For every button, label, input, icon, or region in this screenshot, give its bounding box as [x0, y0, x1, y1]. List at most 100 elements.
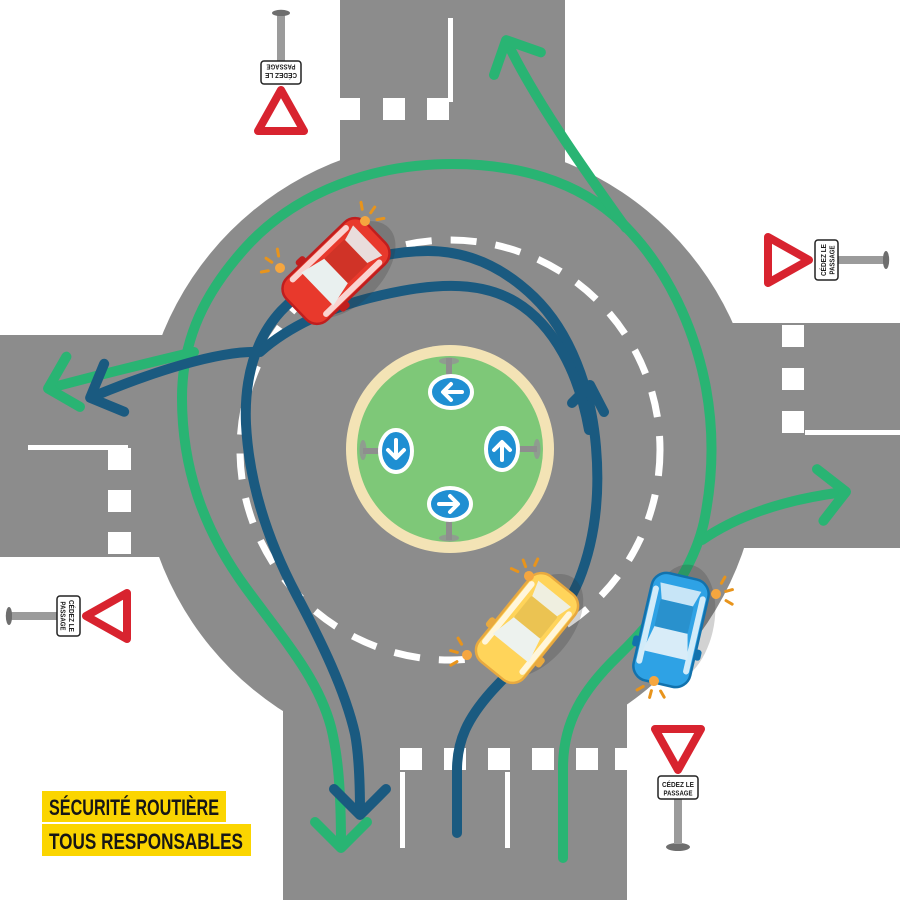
turn-signals	[259, 200, 734, 699]
turn-signal-icon	[711, 575, 734, 606]
lane-line-south-2	[505, 772, 510, 848]
pole-base	[666, 843, 690, 851]
turn-signal-icon	[509, 557, 540, 581]
banner-line-1: SÉCURITÉ ROUTIÈRE	[49, 795, 219, 820]
yield-dash	[576, 748, 598, 770]
central-island	[346, 345, 554, 553]
sign-plate-line2: PASSAGE	[266, 63, 295, 70]
yield-sign-east: CÉDEZ LE PASSAGE	[764, 233, 890, 287]
sign-plate-line1: CÉDEZ LE	[67, 600, 76, 632]
road-markings	[28, 18, 900, 848]
outer-flow-exit-north	[489, 35, 631, 233]
car-side-highlight	[323, 259, 383, 317]
yield-dash	[532, 748, 554, 770]
lane-line-north	[448, 18, 453, 102]
ring-lane-divider-dashed	[236, 236, 664, 664]
car-mirror	[485, 617, 496, 628]
pole-base	[5, 607, 13, 625]
sign-pole	[446, 520, 452, 540]
turn-signal-icon	[259, 247, 285, 274]
turn-signal-icon	[449, 636, 472, 667]
yield-dash	[782, 325, 804, 347]
pole-base	[882, 251, 890, 269]
yield-sign-west: CÉDEZ LE PASSAGE	[5, 589, 131, 643]
yield-dash	[383, 98, 405, 120]
sign-plate-line1: CÉDEZ LE	[662, 780, 694, 789]
red-car	[281, 216, 396, 326]
yield-dash	[108, 490, 131, 512]
yield-dash	[400, 748, 422, 770]
car-rear-window	[660, 582, 702, 607]
car-mirror	[534, 656, 545, 668]
sign-plate-line2: PASSAGE	[59, 602, 66, 631]
yield-dash	[782, 368, 804, 390]
car-rear-window	[345, 225, 383, 264]
banner-box-1	[42, 791, 226, 822]
campaign-banner: SÉCURITÉ ROUTIÈRE TOUS RESPONSABLES	[42, 791, 251, 856]
lane-line-west	[28, 445, 128, 450]
car-side-highlight	[519, 611, 572, 675]
blue-car	[632, 564, 716, 689]
car-side-highlight	[482, 581, 535, 645]
lane-line-south-1	[400, 772, 405, 848]
sign-plate-line1: CÉDEZ LE	[819, 244, 828, 276]
yellow-car	[474, 571, 584, 685]
outer-flow-exit-east	[697, 464, 851, 545]
car-windshield	[642, 626, 688, 661]
sign-plate	[814, 239, 839, 281]
island-sign-arrow-up	[484, 426, 520, 472]
yield-triangle-icon	[82, 589, 131, 643]
banner-line-2: TOUS RESPONSABLES	[49, 829, 243, 854]
right-arrow-icon	[437, 494, 460, 514]
sign-pole	[517, 446, 537, 452]
yield-triangle-icon	[651, 725, 705, 774]
down-arrow-icon	[386, 438, 406, 460]
yield-triangle-icon	[254, 86, 308, 135]
car-roof	[325, 240, 368, 283]
car-windshield	[301, 258, 348, 306]
sign-pole	[12, 612, 58, 620]
island-sign-arrow-left	[428, 374, 474, 410]
car-side-highlight	[289, 225, 349, 283]
inner-flow-direction-arrowhead	[567, 380, 609, 417]
sign-plate	[260, 60, 302, 85]
island-sign-poles	[359, 357, 541, 542]
yield-dash	[615, 748, 627, 770]
inner-flow-exit-west	[85, 280, 594, 435]
sign-plate-line2: PASSAGE	[664, 791, 693, 798]
island-sign-arrow-down	[378, 428, 414, 474]
car-roof	[514, 596, 558, 638]
yield-dash	[782, 411, 804, 433]
turn-signal-icon	[359, 200, 386, 226]
sign-pole	[277, 16, 285, 62]
yield-dash	[108, 532, 131, 554]
sign-plate-line1: CÉDEZ LE	[265, 71, 297, 80]
island-sign-arrow-right	[427, 486, 473, 522]
car-mirror	[295, 256, 306, 267]
sign-pole	[837, 256, 883, 264]
up-arrow-icon	[492, 440, 512, 462]
car-mirror	[693, 649, 702, 661]
car-rear-window	[532, 580, 572, 617]
car-side-highlight	[683, 596, 706, 675]
yield-triangle-icon	[764, 233, 813, 287]
yield-dash	[108, 448, 131, 470]
island-green	[357, 356, 543, 542]
lane-line-east	[805, 430, 900, 435]
pole-base	[272, 9, 290, 17]
yield-sign-north: CÉDEZ LE PASSAGE	[254, 9, 308, 135]
sign-plate	[56, 595, 81, 637]
outer-lane-flow	[43, 35, 851, 863]
car-roof	[654, 599, 694, 634]
sign-plate-line2: PASSAGE	[830, 245, 837, 274]
sign-pole	[674, 798, 682, 844]
car-side-highlight	[636, 585, 659, 664]
yield-sign-south: CÉDEZ LE PASSAGE	[651, 725, 705, 851]
car-windshield	[492, 617, 541, 663]
outer-flow-main-u-turn	[177, 159, 717, 863]
yield-dash	[488, 748, 510, 770]
yield-dash	[427, 98, 449, 120]
car-mirror	[339, 301, 350, 312]
sign-pole	[446, 358, 452, 380]
